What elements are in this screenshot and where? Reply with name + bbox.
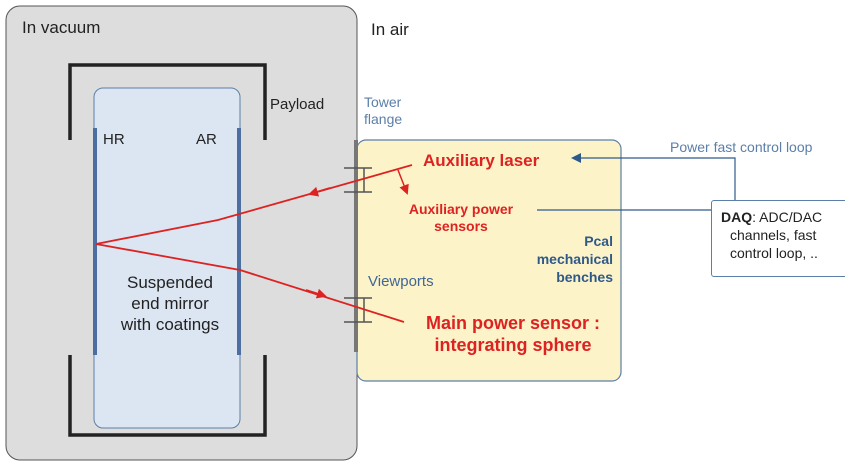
tower-flange-line-1: Tower bbox=[364, 94, 402, 110]
viewport-upper bbox=[344, 167, 372, 193]
air-label: In air bbox=[371, 20, 409, 39]
payload-bracket-top bbox=[68, 63, 267, 140]
daq-line-1-rest: : ADC/DAC bbox=[752, 209, 823, 225]
main-sensor-line-2: integrating sphere bbox=[434, 335, 592, 355]
mirror-caption: Suspended end mirror with coatings bbox=[100, 272, 240, 335]
aux-sensor-arrow bbox=[397, 169, 409, 195]
bench-line-1: Pcal bbox=[584, 233, 613, 249]
power-control-loop-line bbox=[571, 153, 736, 205]
daq-text: DAQ: ADC/DAC channels, fast control loop… bbox=[721, 208, 822, 262]
aux-laser-label: Auxiliary laser bbox=[423, 151, 540, 170]
payload-label: Payload bbox=[270, 96, 325, 113]
daq-line-3: control loop, .. bbox=[730, 245, 818, 261]
daq-line-1: DAQ: ADC/DAC bbox=[721, 208, 822, 226]
aux-sensor-label: Auxiliary power sensors bbox=[396, 201, 526, 235]
aux-sensor-line-2: sensors bbox=[434, 218, 488, 234]
daq-box: DAQ: ADC/DAC channels, fast control loop… bbox=[711, 200, 845, 277]
ar-label: AR bbox=[196, 131, 217, 148]
daq-title: DAQ bbox=[721, 209, 753, 225]
payload-bracket-bottom bbox=[68, 355, 267, 437]
power-loop-label: Power fast control loop bbox=[670, 139, 813, 155]
viewports-label: Viewports bbox=[368, 273, 434, 290]
hr-label: HR bbox=[103, 131, 125, 148]
laser-beam-reflected-arrow bbox=[305, 288, 327, 299]
laser-beam-reflected bbox=[95, 243, 405, 323]
main-sensor-label: Main power sensor : integrating sphere bbox=[408, 312, 618, 356]
laser-beam-incoming-arrow bbox=[308, 186, 331, 197]
aux-sensor-line-1: Auxiliary power bbox=[408, 201, 514, 217]
bench-line-3: benches bbox=[556, 269, 613, 285]
bench-line-2: mechanical bbox=[536, 251, 613, 267]
bench-label: Pcal mechanical benches bbox=[513, 232, 613, 286]
tower-flange-label: Tower flange bbox=[364, 94, 402, 128]
mirror-caption-line-3: with coatings bbox=[120, 315, 220, 334]
main-sensor-line-1: Main power sensor : bbox=[425, 313, 601, 333]
tower-flange-line-2: flange bbox=[364, 111, 403, 127]
daq-line-2: channels, fast bbox=[730, 227, 817, 243]
laser-beam-incoming bbox=[95, 164, 413, 245]
mirror-caption-line-1: Suspended bbox=[126, 273, 214, 292]
mirror-caption-line-2: end mirror bbox=[131, 294, 209, 313]
vacuum-label: In vacuum bbox=[22, 18, 101, 37]
